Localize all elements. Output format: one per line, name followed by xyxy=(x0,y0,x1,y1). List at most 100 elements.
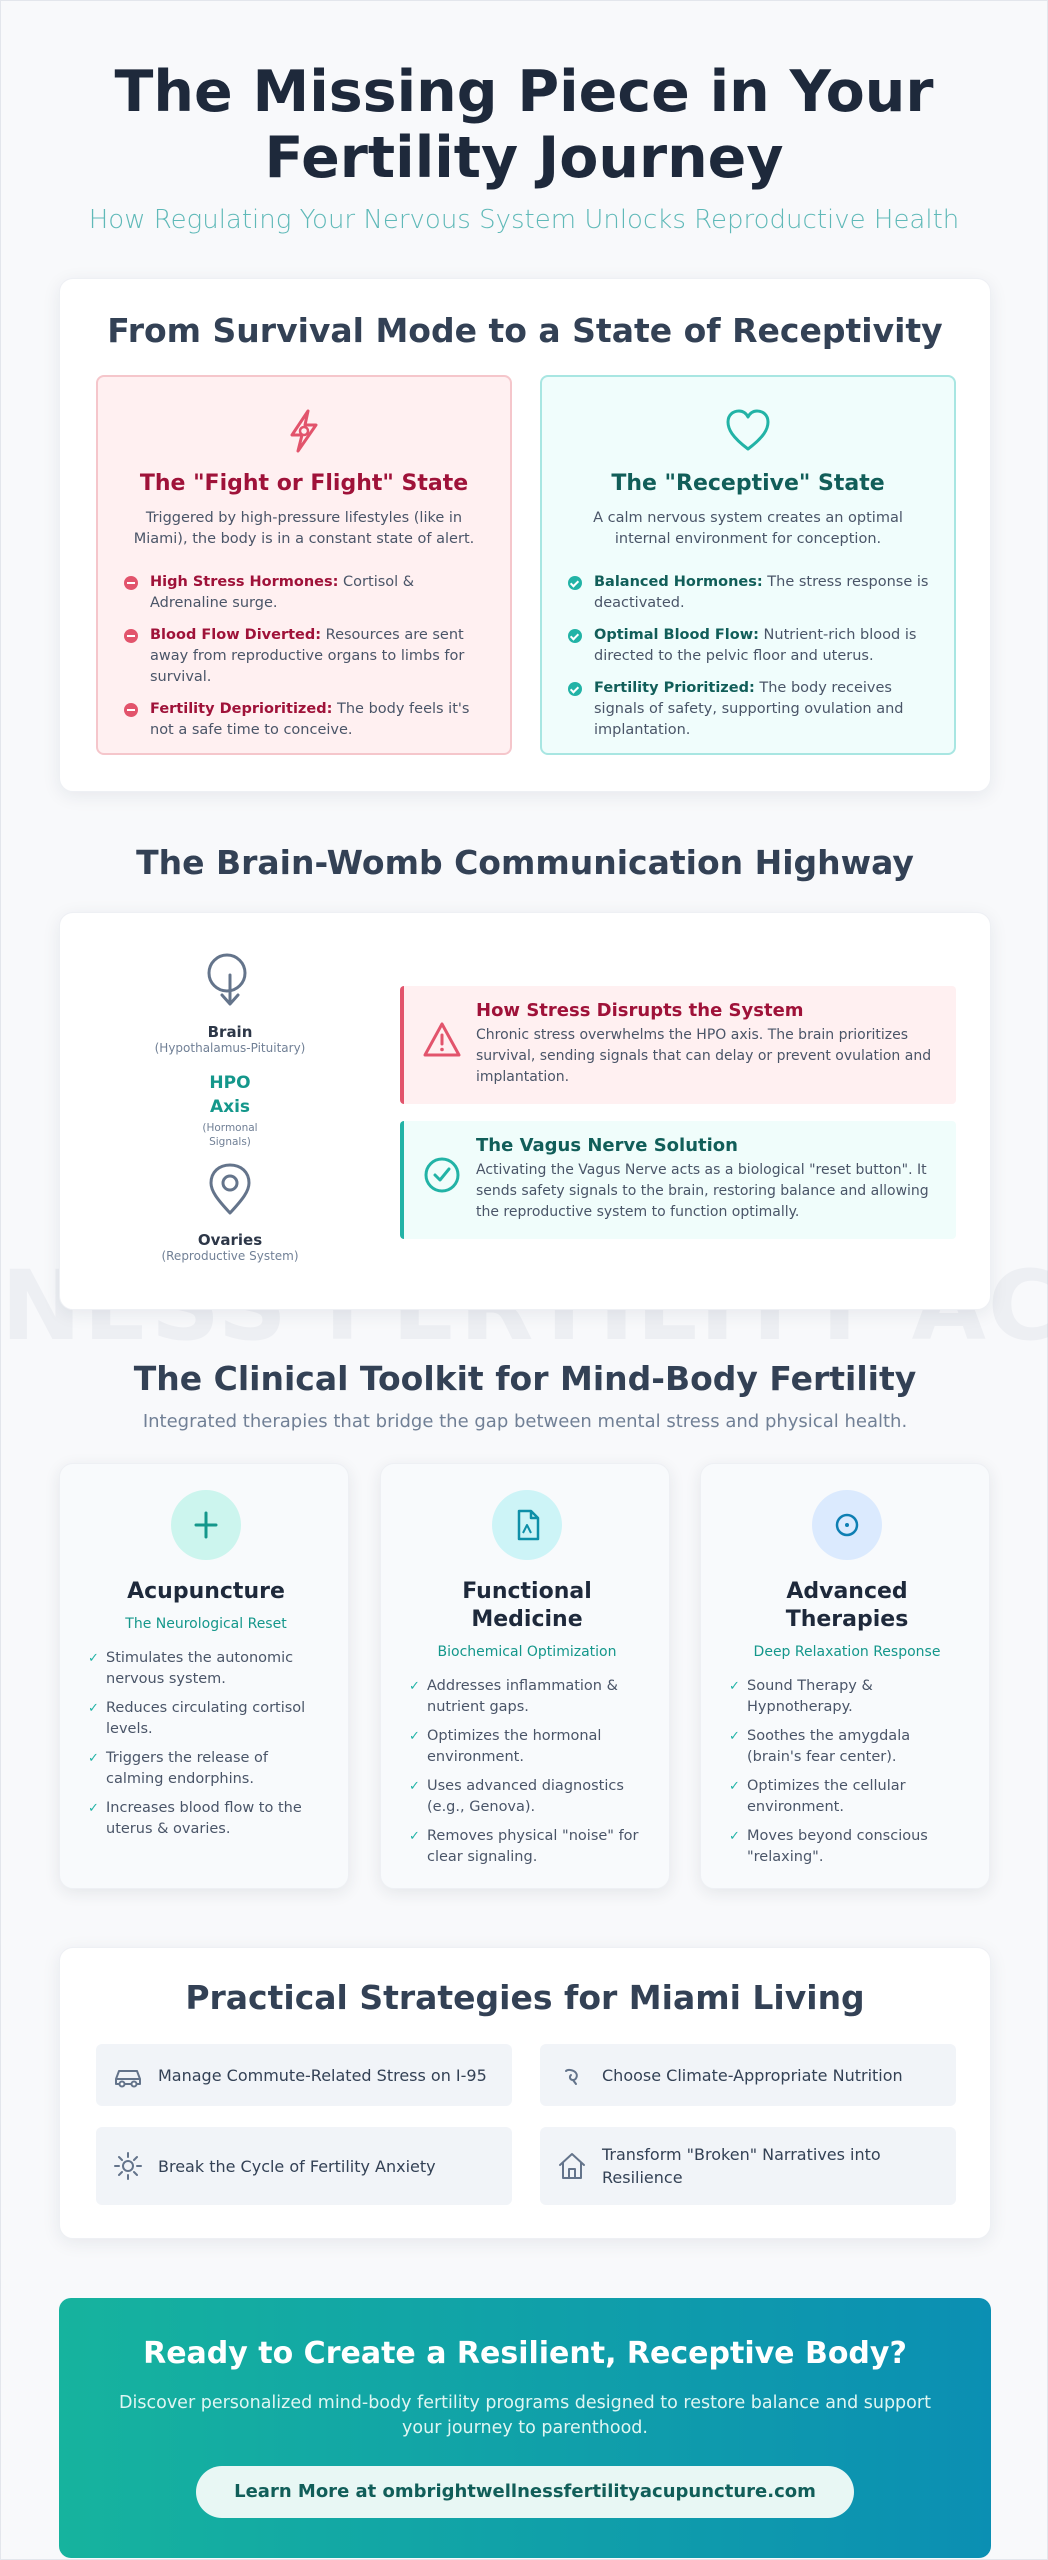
sun-icon xyxy=(114,2152,142,2180)
list-item: ✓Optimizes the hormonal environment. xyxy=(409,1726,645,1768)
list-item: ✓ Uses advanced diagnostics (e.g., Genova… xyxy=(409,1776,645,1818)
check-icon: ✓ xyxy=(409,1829,420,1844)
learn-more-button[interactable]: Learn More at ombrightwellnessfertilitya… xyxy=(196,2466,854,2518)
brain-icon xyxy=(207,953,247,1006)
target-icon xyxy=(812,1490,882,1560)
check-circle-icon xyxy=(568,576,582,590)
highway-title: The Brain-Womb Communication Highway xyxy=(136,843,914,882)
item-text: The body feels it's not a safe time to c… xyxy=(150,701,470,738)
item-text: The stress response is deactivated. xyxy=(594,574,929,611)
check-icon: ✓ xyxy=(88,1801,99,1816)
item-text: Uses advanced diagnostics (e.g., Genova)… xyxy=(427,1778,624,1815)
strategy-text: Choose Climate-Appropriate Nutrition xyxy=(602,2065,903,2085)
item-text: Increases blood flow to the uterus & ova… xyxy=(106,1800,302,1837)
toolkit-card-list: ✓ Stimulates the autonomic nervous system… xyxy=(88,1648,324,1840)
minus-circle-icon xyxy=(124,703,138,717)
item-text: Stimulates the autonomic nervous system. xyxy=(106,1650,294,1687)
check-icon: ✓ xyxy=(88,1751,99,1766)
item-label: Fertility Prioritized: xyxy=(594,680,755,696)
receptive-card: The "Receptive" State A calm nervous sys… xyxy=(540,375,956,755)
list-item: ✓Sound Therapy & Hypnotherapy. xyxy=(729,1676,965,1718)
cta-banner: Ready to Create a Resilient, Receptive B… xyxy=(59,2298,991,2558)
item-text: Nutrient-rich blood is directed to the p… xyxy=(594,627,917,664)
check-icon: ✓ xyxy=(88,1651,99,1666)
check-icon: ✓ xyxy=(88,1701,99,1716)
item-label: High Stress Hormones: xyxy=(150,574,339,590)
list-item: Fertility Deprioritized: The body feels … xyxy=(120,699,488,741)
check-icon: ✓ xyxy=(409,1729,420,1744)
axis-sublabel-line2: Signals) xyxy=(209,1136,251,1148)
car-icon xyxy=(115,2070,141,2088)
item-text: Resources are sent away from reproductiv… xyxy=(150,627,465,685)
ovaries-icon xyxy=(209,1163,251,1215)
item-label: Blood Flow Diverted: xyxy=(150,627,322,643)
check-icon: ✓ xyxy=(409,1779,420,1794)
page-title: The Missing Piece in Your Fertility Jour… xyxy=(1,59,1047,191)
page-title-line1: The Missing Piece in Your xyxy=(114,59,934,125)
list-item: Balanced Hormones: The stress response i… xyxy=(564,572,932,614)
highway-section: Brain (Hypothalamus-Pituitary) HPO Axis … xyxy=(59,912,991,1310)
check-icon: ✓ xyxy=(729,1729,740,1744)
strategy-text: Transform "Broken" Narratives into Resil… xyxy=(602,2145,881,2187)
check-circle-icon xyxy=(568,629,582,643)
vagus-callout: The Vagus Nerve Solution Activating the … xyxy=(400,1121,956,1239)
item-label: Fertility Deprioritized: xyxy=(150,701,333,717)
strategy-item-narratives: Transform "Broken" Narratives into Resil… xyxy=(540,2127,956,2205)
toolkit-card-title-line1: Functional xyxy=(462,1579,592,1604)
item-text: Removes physical "noise" for clear signa… xyxy=(427,1828,639,1865)
home-icon xyxy=(559,2153,585,2179)
list-item: ✓Optimizes the cellular environment. xyxy=(729,1776,965,1818)
survival-section: From Survival Mode to a State of Recepti… xyxy=(59,278,991,792)
fight-flight-title: The "Fight or Flight" State xyxy=(139,471,469,496)
list-item: High Stress Hormones: Cortisol & Adrenal… xyxy=(120,572,488,614)
item-label: Balanced Hormones: xyxy=(594,574,763,590)
item-text: Cortisol & Adrenaline surge. xyxy=(150,574,415,611)
item-label: Optimal Blood Flow: xyxy=(594,627,759,643)
list-item: ✓ Removes physical "noise" for clear sign… xyxy=(409,1826,645,1868)
check-icon: ✓ xyxy=(409,1679,420,1694)
leaf-icon xyxy=(565,2068,578,2085)
receptive-desc: A calm nervous system creates an optimal… xyxy=(593,510,903,547)
list-item: ✓ Stimulates the autonomic nervous system… xyxy=(88,1648,324,1690)
fight-flight-list: High Stress Hormones: Cortisol & Adrenal… xyxy=(120,572,488,741)
vagus-callout-title: The Vagus Nerve Solution xyxy=(476,1135,738,1156)
list-item: Fertility Prioritized: The body receives… xyxy=(564,678,932,741)
page-subtitle: How Regulating Your Nervous System Unloc… xyxy=(88,205,960,235)
vagus-callout-text: Activating the Vagus Nerve acts as a bio… xyxy=(476,1162,929,1220)
item-text: Addresses inflammation & nutrient gaps. xyxy=(427,1678,618,1715)
toolkit-card-title-line2: Therapies xyxy=(785,1607,909,1632)
axis-label-line2: Axis xyxy=(209,1097,251,1117)
page-title-line2: Fertility Journey xyxy=(264,125,784,191)
toolkit-subtitle: Integrated therapies that bridge the gap… xyxy=(142,1411,908,1432)
item-text: The body receives signals of safety, sup… xyxy=(594,680,904,738)
check-icon: ✓ xyxy=(729,1829,740,1844)
cta-title: Ready to Create a Resilient, Receptive B… xyxy=(143,2336,907,2371)
fight-flight-card: The "Fight or Flight" State Triggered by… xyxy=(96,375,512,755)
brain-sublabel: (Hypothalamus-Pituitary) xyxy=(154,1041,306,1055)
list-item: ✓Triggers the release of calming endorph… xyxy=(88,1748,324,1790)
hero: The Missing Piece in Your Fertility Jour… xyxy=(1,1,1047,235)
list-item: ✓Reduces circulating cortisol levels. xyxy=(88,1698,324,1740)
stress-callout-title: How Stress Disrupts the System xyxy=(476,1000,804,1021)
check-circle-icon xyxy=(424,1157,460,1193)
brain-label: Brain xyxy=(207,1023,253,1041)
ovaries-label: Ovaries xyxy=(197,1231,263,1249)
toolkit-card-tagline: Biochemical Optimization xyxy=(437,1644,617,1660)
needle-icon xyxy=(171,1490,241,1560)
heart-icon xyxy=(726,409,770,451)
toolkit-card-title-line2: Medicine xyxy=(471,1607,583,1632)
strategy-text: Manage Commute-Related Stress on I-95 xyxy=(158,2065,487,2085)
list-item: Blood Flow Diverted: Resources are sent … xyxy=(120,625,488,688)
toolkit-card-acupuncture: Acupuncture The Neurological Reset ✓Stim… xyxy=(59,1463,349,1889)
toolkit-card-title: Acupuncture xyxy=(88,1578,324,1606)
item-text: Moves beyond conscious "relaxing". xyxy=(747,1828,928,1865)
item-text: Sound Therapy & Hypnotherapy. xyxy=(747,1678,873,1715)
ovaries-sublabel: (Reproductive System) xyxy=(161,1249,299,1263)
toolkit-card-tagline: Deep Relaxation Response xyxy=(753,1644,941,1660)
minus-circle-icon xyxy=(124,629,138,643)
stress-callout: How Stress Disrupts the System Chronic s… xyxy=(400,986,956,1104)
